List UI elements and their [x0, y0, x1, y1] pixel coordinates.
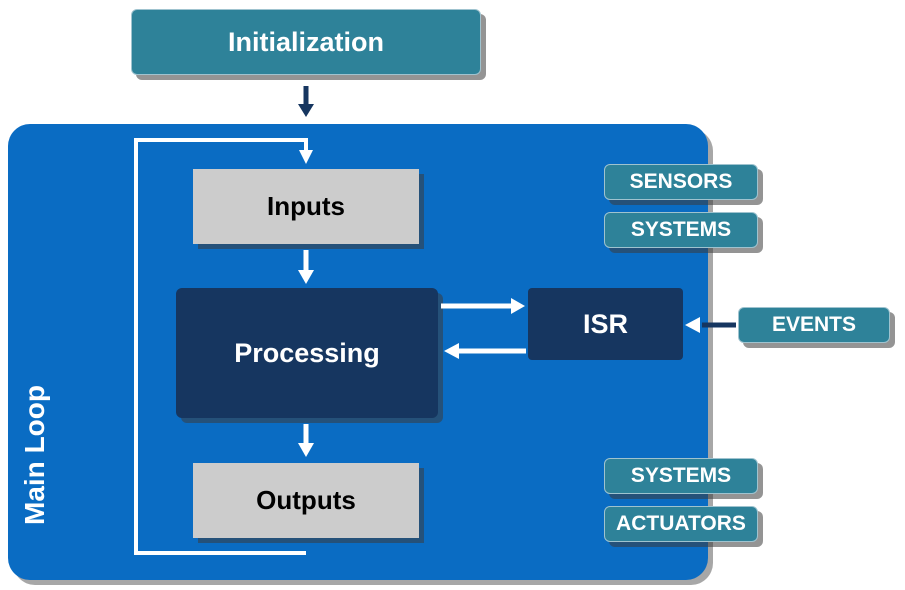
inputs-to-processing-arrow	[298, 250, 314, 284]
processing-box: Processing	[176, 288, 438, 418]
init-to-loop-arrow	[298, 86, 314, 117]
processing-to-isr-arrow	[441, 298, 525, 314]
isr-box: ISR	[528, 288, 683, 360]
inputs-label: Inputs	[267, 191, 345, 221]
outputs-box: Outputs	[193, 463, 419, 538]
input-source-sensors: SENSORS	[604, 164, 758, 200]
output-target-label: SYSTEMS	[630, 464, 732, 487]
processing-to-outputs-arrow	[298, 424, 314, 457]
inputs-box: Inputs	[193, 169, 419, 244]
input-source-label: SYSTEMS	[630, 218, 732, 241]
initialization-label: Initialization	[227, 26, 384, 57]
output-target-systems: SYSTEMS	[604, 458, 758, 494]
output-target-label: ACTUATORS	[616, 512, 746, 535]
events-label: EVENTS	[771, 313, 857, 336]
initialization-box: Initialization	[131, 9, 481, 75]
input-source-systems: SYSTEMS	[604, 212, 758, 248]
loop-back-arrow	[134, 138, 313, 555]
processing-label: Processing	[234, 337, 380, 368]
isr-to-processing-arrow	[444, 343, 526, 359]
events-to-isr-arrow	[685, 317, 736, 333]
events-box: EVENTS	[738, 307, 890, 343]
isr-label: ISR	[582, 308, 628, 339]
output-target-actuators: ACTUATORS	[604, 506, 758, 542]
outputs-label: Outputs	[256, 485, 356, 515]
input-source-label: SENSORS	[629, 170, 733, 193]
